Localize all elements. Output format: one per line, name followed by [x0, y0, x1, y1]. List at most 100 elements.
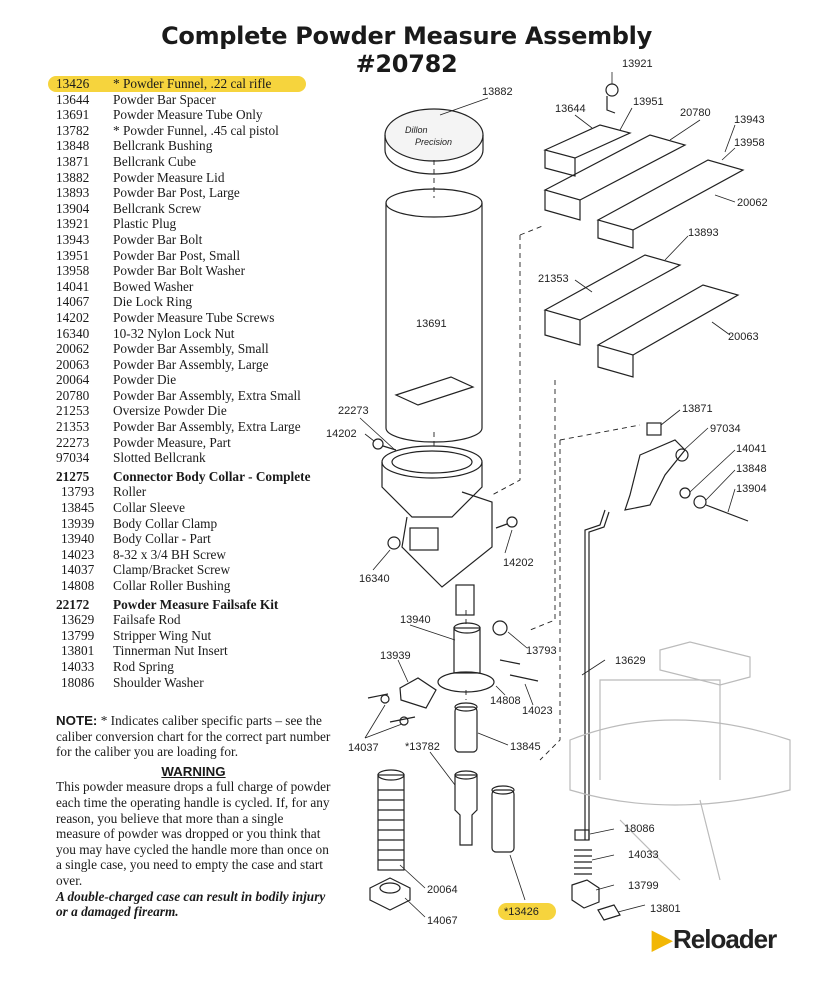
part-description: Powder Bar Assembly, Large	[113, 356, 269, 372]
kit-part-row: 14037 Clamp/Bracket Screw	[56, 562, 306, 578]
part-number: 13951	[56, 247, 90, 263]
label-14202-left: 14202	[326, 428, 357, 440]
part-description: * Powder Funnel, .22 cal rifle	[113, 76, 272, 91]
label-13871: 13871	[682, 403, 713, 415]
part-number: 13940	[61, 531, 95, 547]
note-text: * Indicates caliber specific parts – see…	[56, 713, 331, 760]
part-description: Clamp/Bracket Screw	[113, 562, 231, 578]
part-description: Stripper Wing Nut	[113, 627, 212, 643]
part-number: 13958	[56, 263, 90, 279]
part-number: 13893	[56, 185, 90, 201]
part-number: 22172	[56, 596, 90, 612]
highlight-chip-13426	[498, 903, 556, 920]
label-14023: 14023	[522, 705, 553, 717]
label-13882: 13882	[482, 86, 513, 98]
part-row: 13943 Powder Bar Bolt	[56, 232, 306, 248]
label-20062: 20062	[737, 197, 768, 209]
note-section: NOTE: * Indicates caliber specific parts…	[56, 713, 331, 920]
part-description: Plastic Plug	[113, 216, 177, 232]
leader-lines	[359, 72, 736, 918]
label-14202-right: 14202	[503, 557, 534, 569]
part-description: Body Collar Clamp	[113, 515, 218, 531]
label-13799: 13799	[628, 880, 659, 892]
label-20064: 20064	[427, 884, 458, 896]
label-13951: 13951	[633, 96, 664, 108]
part-description: Powder Bar Post, Small	[113, 247, 241, 263]
part-description: Powder Measure Tube Only	[113, 107, 263, 123]
part-number: 13904	[56, 200, 90, 216]
page-title: Complete Powder Measure Assembly	[161, 22, 652, 50]
lid-brand-2: Precision	[415, 137, 452, 147]
label-13644: 13644	[555, 103, 586, 115]
label-13801: 13801	[650, 903, 681, 915]
part-number: 20062	[56, 341, 90, 357]
measure-body-drawing	[381, 445, 493, 616]
part-description: Rod Spring	[113, 658, 174, 674]
part-number: 13793	[61, 484, 95, 500]
kit-part-row: 13629 Failsafe Rod	[56, 612, 306, 628]
kit-heading: 22172 Powder Measure Failsafe Kit	[56, 597, 306, 613]
label-13939: 13939	[380, 650, 411, 662]
label-21353: 21353	[538, 273, 569, 285]
part-description: Collar Sleeve	[113, 500, 186, 516]
part-description: Powder Bar Assembly, Extra Large	[113, 419, 301, 435]
part-description: Powder Measure, Part	[113, 434, 231, 450]
part-description: 10-32 Nylon Lock Nut	[113, 325, 235, 341]
part-row: 14067 Die Lock Ring	[56, 294, 306, 310]
part-description: * Powder Funnel, .45 cal pistol	[113, 122, 279, 138]
part-description: Roller	[113, 484, 147, 500]
part-number: 14808	[61, 578, 95, 593]
body-collar-drawing	[367, 620, 539, 726]
part-description: Bowed Washer	[113, 278, 194, 294]
callout-labels: 13882 13921 13644 13951 20780 13943 1395…	[326, 58, 768, 927]
lid-brand-1: Dillon	[405, 125, 428, 135]
part-description: Bellcrank Bushing	[113, 138, 213, 154]
part-number: 20780	[56, 387, 90, 403]
failsafe-rod-drawing	[571, 509, 621, 921]
lid-drawing: Dillon Precision	[384, 108, 484, 175]
part-number: 13921	[56, 216, 90, 232]
label-14041: 14041	[736, 443, 767, 455]
part-description: Powder Bar Assembly, Small	[113, 341, 269, 357]
part-description: Powder Bar Bolt Washer	[113, 263, 246, 279]
part-description: Powder Die	[113, 372, 177, 388]
part-number: 14202	[56, 309, 90, 325]
part-description: Bellcrank Screw	[113, 200, 202, 216]
part-number: 13943	[56, 231, 90, 247]
label-13845: 13845	[510, 741, 541, 753]
part-description: Powder Measure Failsafe Kit	[113, 596, 279, 612]
part-number: 13629	[61, 612, 95, 628]
part-description: Powder Bar Bolt	[113, 231, 203, 247]
label-13893: 13893	[688, 227, 719, 239]
part-description: Slotted Bellcrank	[113, 450, 206, 466]
logo-mark-icon: ▶	[652, 924, 672, 954]
part-description: Failsafe Rod	[113, 612, 181, 628]
part-number: 14037	[61, 562, 95, 578]
label-18086: 18086	[624, 823, 655, 835]
warning-body: This powder measure drops a full charge …	[56, 779, 331, 888]
label-13848: 13848	[736, 463, 767, 475]
part-description: Die Lock Ring	[113, 294, 193, 310]
part-number: 13871	[56, 153, 90, 169]
part-description: 8-32 x 3/4 BH Screw	[113, 546, 227, 562]
part-number: 14067	[56, 294, 90, 310]
part-description: Collar Roller Bushing	[113, 578, 231, 593]
note-label: NOTE:	[56, 713, 98, 728]
part-number: 22273	[56, 434, 90, 450]
